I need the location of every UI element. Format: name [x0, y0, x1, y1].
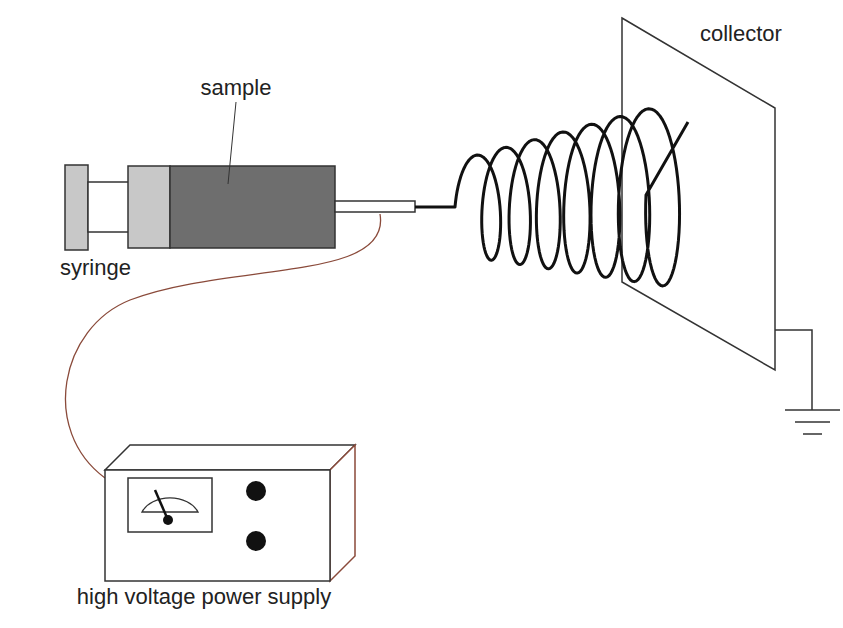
power-wire — [65, 214, 380, 478]
ground-symbol — [785, 409, 840, 411]
leader-line — [228, 102, 236, 184]
syringe-needle — [335, 201, 415, 212]
supply-knob — [246, 531, 266, 551]
plunger-rod — [88, 182, 130, 232]
meter-pivot — [163, 515, 173, 525]
ground-symbol — [803, 433, 822, 435]
fibre-jet — [415, 109, 688, 286]
meter-scale — [142, 498, 198, 512]
supply-front — [105, 470, 330, 581]
plunger-cap — [65, 165, 88, 250]
part-label: syringe — [60, 256, 131, 280]
supply-knob — [246, 481, 266, 501]
supply-top — [105, 445, 355, 470]
plunger-head — [128, 166, 170, 248]
part-label: sample — [201, 76, 272, 100]
ground-wire — [775, 330, 812, 410]
meter-face — [128, 478, 212, 532]
part-label: high voltage power supply — [77, 585, 331, 609]
ground-symbol — [795, 421, 830, 423]
supply-side — [330, 445, 355, 581]
part-label: collector — [700, 22, 782, 46]
syringe-barrel — [170, 166, 335, 248]
